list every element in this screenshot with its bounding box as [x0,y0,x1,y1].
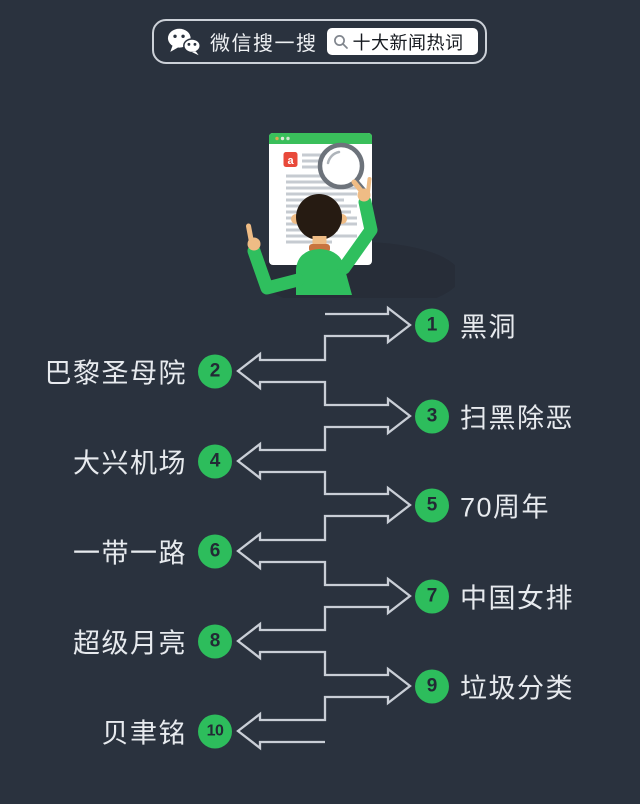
rank-badge: 3 [415,399,449,433]
item-label: 一带一路 [73,538,187,569]
document-window [269,133,372,265]
list-item: 巴黎圣母院 2 [44,352,232,391]
list-item: 1 黑洞 [415,306,517,345]
list-item: 一带一路 6 [73,532,232,571]
magnifier-icon [317,142,370,198]
list-item: 7 中国女排 [415,577,574,616]
item-label: 扫黑除恶 [460,403,574,434]
list-item: 3 扫黑除恶 [415,397,574,436]
rank-badge: 1 [415,308,449,342]
item-label: 超级月亮 [73,628,187,659]
search-query-text: 十大新闻热词 [352,32,464,53]
window-titlebar [269,133,372,144]
search-input[interactable]: 十大新闻热词 [326,28,478,55]
item-label: 中国女排 [460,583,574,614]
wechat-search-pill: 微信搜一搜 十大新闻热词 [152,19,487,64]
wechat-search-label: 微信搜一搜 [210,33,318,55]
rank-badge: 6 [198,534,232,568]
wechat-icon [167,28,201,56]
item-label: 大兴机场 [73,448,187,479]
svg-text:a: a [287,155,294,167]
person-figure [246,177,378,295]
list-item: 大兴机场 4 [73,442,232,481]
search-icon [333,34,348,49]
person-body [296,249,352,295]
rank-badge: 10 [198,714,232,748]
list-item: 贝聿铭 10 [101,712,232,751]
rank-badge: 2 [198,354,232,388]
item-label: 贝聿铭 [101,718,187,749]
item-label: 垃圾分类 [460,673,574,704]
rank-badge: 5 [415,488,449,522]
list-item: 超级月亮 8 [73,622,232,661]
item-label: 70周年 [460,492,551,523]
rank-badge: 7 [415,579,449,613]
list-item: 9 垃圾分类 [415,667,574,706]
item-label: 黑洞 [460,312,517,343]
rank-badge: 4 [198,444,232,478]
person-head [296,194,342,240]
rank-badge: 8 [198,624,232,658]
page-curl [363,206,372,221]
document-text-lines [286,153,357,244]
news-app-icon [283,152,298,167]
person-searching-illustration: a [246,133,455,298]
list-item: 5 70周年 [415,486,550,525]
item-label: 巴黎圣母院 [44,358,187,389]
rank-badge: 9 [415,669,449,703]
